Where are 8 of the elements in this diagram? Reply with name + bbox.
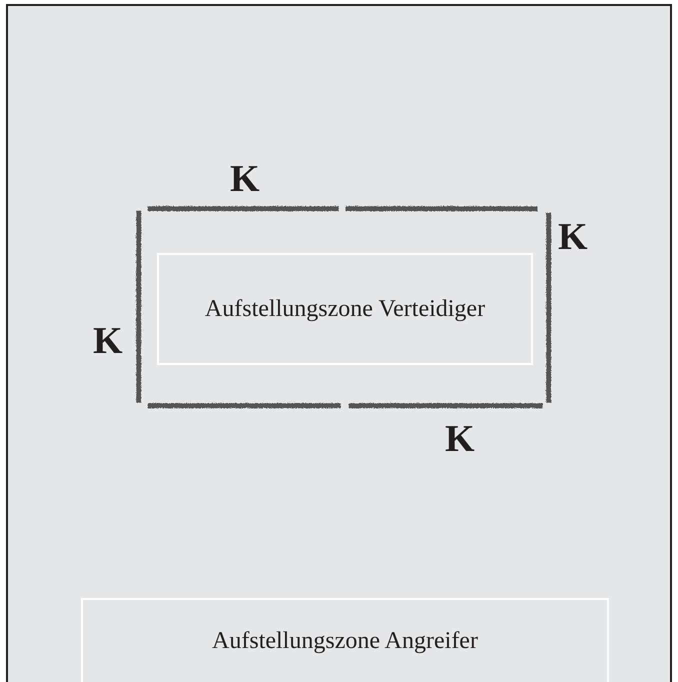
zone-label: Aufstellungszone Angreifer	[212, 628, 478, 654]
wall-marker-label: K	[230, 160, 260, 198]
wall-marker-label: K	[558, 218, 588, 256]
wall-marker-label: K	[93, 322, 123, 360]
zone-box	[81, 598, 609, 682]
zone-box	[157, 253, 533, 365]
zone-label: Aufstellungszone Verteidiger	[204, 296, 486, 322]
wall-marker-label: K	[445, 420, 475, 458]
